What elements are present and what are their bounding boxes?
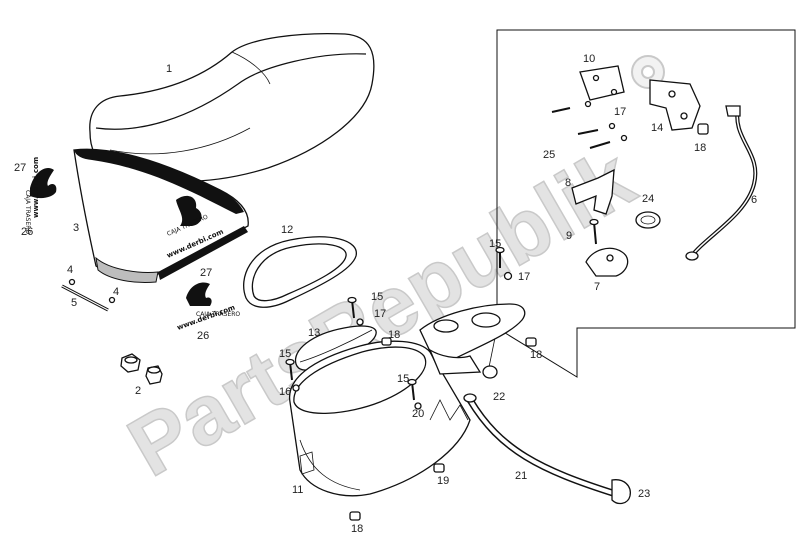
callout-26: 26 bbox=[21, 226, 33, 238]
seat-cover: CAJA TRASERO www.derbi.com bbox=[73, 148, 249, 283]
callout-23: 23 bbox=[638, 488, 650, 500]
callout-15: 15 bbox=[489, 238, 501, 250]
callout-1: 1 bbox=[166, 63, 172, 75]
callout-10: 10 bbox=[583, 53, 595, 65]
rod-5 bbox=[61, 278, 116, 312]
callout-14: 14 bbox=[651, 122, 663, 134]
callout-3: 3 bbox=[73, 222, 79, 234]
callout-20: 20 bbox=[412, 408, 424, 420]
svg-text:CAJA TRASERO: CAJA TRASERO bbox=[196, 311, 240, 318]
callout-19: 19 bbox=[437, 475, 449, 487]
gasket-12 bbox=[243, 236, 357, 308]
clips-18-19 bbox=[349, 337, 537, 521]
hose-21 bbox=[463, 393, 631, 505]
callout-11: 11 bbox=[292, 484, 303, 496]
callout-labels: 1 2 3 4 4 5 6 7 8 9 10 11 12 13 14 15 15… bbox=[14, 53, 757, 535]
callout-4: 4 bbox=[67, 264, 73, 276]
callout-5: 5 bbox=[71, 297, 77, 309]
callout-8: 8 bbox=[565, 177, 571, 189]
callout-27: 27 bbox=[14, 162, 26, 174]
callout-18: 18 bbox=[388, 329, 400, 341]
screw-9 bbox=[589, 218, 599, 245]
callout-16: 16 bbox=[279, 386, 291, 398]
callout-17: 17 bbox=[518, 271, 530, 283]
decal-26-upper: www.derbi.com bbox=[32, 157, 40, 218]
callout-6: 6 bbox=[751, 194, 757, 206]
callout-17: 17 bbox=[614, 106, 626, 118]
callout-15: 15 bbox=[371, 291, 383, 303]
callout-7: 7 bbox=[594, 281, 600, 293]
callout-18: 18 bbox=[694, 142, 706, 154]
callout-9: 9 bbox=[566, 230, 572, 242]
callout-24: 24 bbox=[642, 193, 654, 205]
bracket-14 bbox=[649, 79, 701, 131]
latch-7 bbox=[585, 247, 629, 277]
nuts-2 bbox=[120, 353, 163, 385]
callout-17: 17 bbox=[374, 308, 386, 320]
decal-27-middle: CAJA TRASERO bbox=[186, 282, 240, 318]
callout-4: 4 bbox=[113, 286, 119, 298]
bracket-8 bbox=[571, 168, 615, 215]
rear-bracket bbox=[419, 303, 526, 379]
callout-15: 15 bbox=[279, 348, 291, 360]
callout-15: 15 bbox=[397, 373, 409, 385]
decal-27-upper: CAJA TRASERO bbox=[24, 168, 57, 234]
callout-12: 12 bbox=[281, 224, 293, 236]
callout-25: 25 bbox=[543, 149, 555, 161]
washers bbox=[292, 271, 513, 410]
helmet-box-11 bbox=[288, 340, 471, 497]
callout-21: 21 bbox=[515, 470, 527, 482]
callout-27: 27 bbox=[200, 267, 212, 279]
svg-text:www.derbi.com: www.derbi.com bbox=[32, 157, 40, 218]
svg-text:CAJA TRASERO: CAJA TRASERO bbox=[24, 190, 31, 234]
callout-13: 13 bbox=[308, 327, 320, 339]
screws-15 bbox=[285, 246, 505, 401]
screws-25 bbox=[551, 100, 628, 149]
callout-22: 22 bbox=[493, 391, 505, 403]
callout-2: 2 bbox=[135, 385, 141, 397]
callout-26: 26 bbox=[197, 330, 209, 342]
cable-6 bbox=[685, 105, 758, 261]
callout-18: 18 bbox=[530, 349, 542, 361]
bracket-10 bbox=[579, 65, 625, 101]
callout-18: 18 bbox=[351, 523, 363, 535]
clip-18-box bbox=[697, 123, 709, 135]
spring-24 bbox=[635, 211, 661, 229]
